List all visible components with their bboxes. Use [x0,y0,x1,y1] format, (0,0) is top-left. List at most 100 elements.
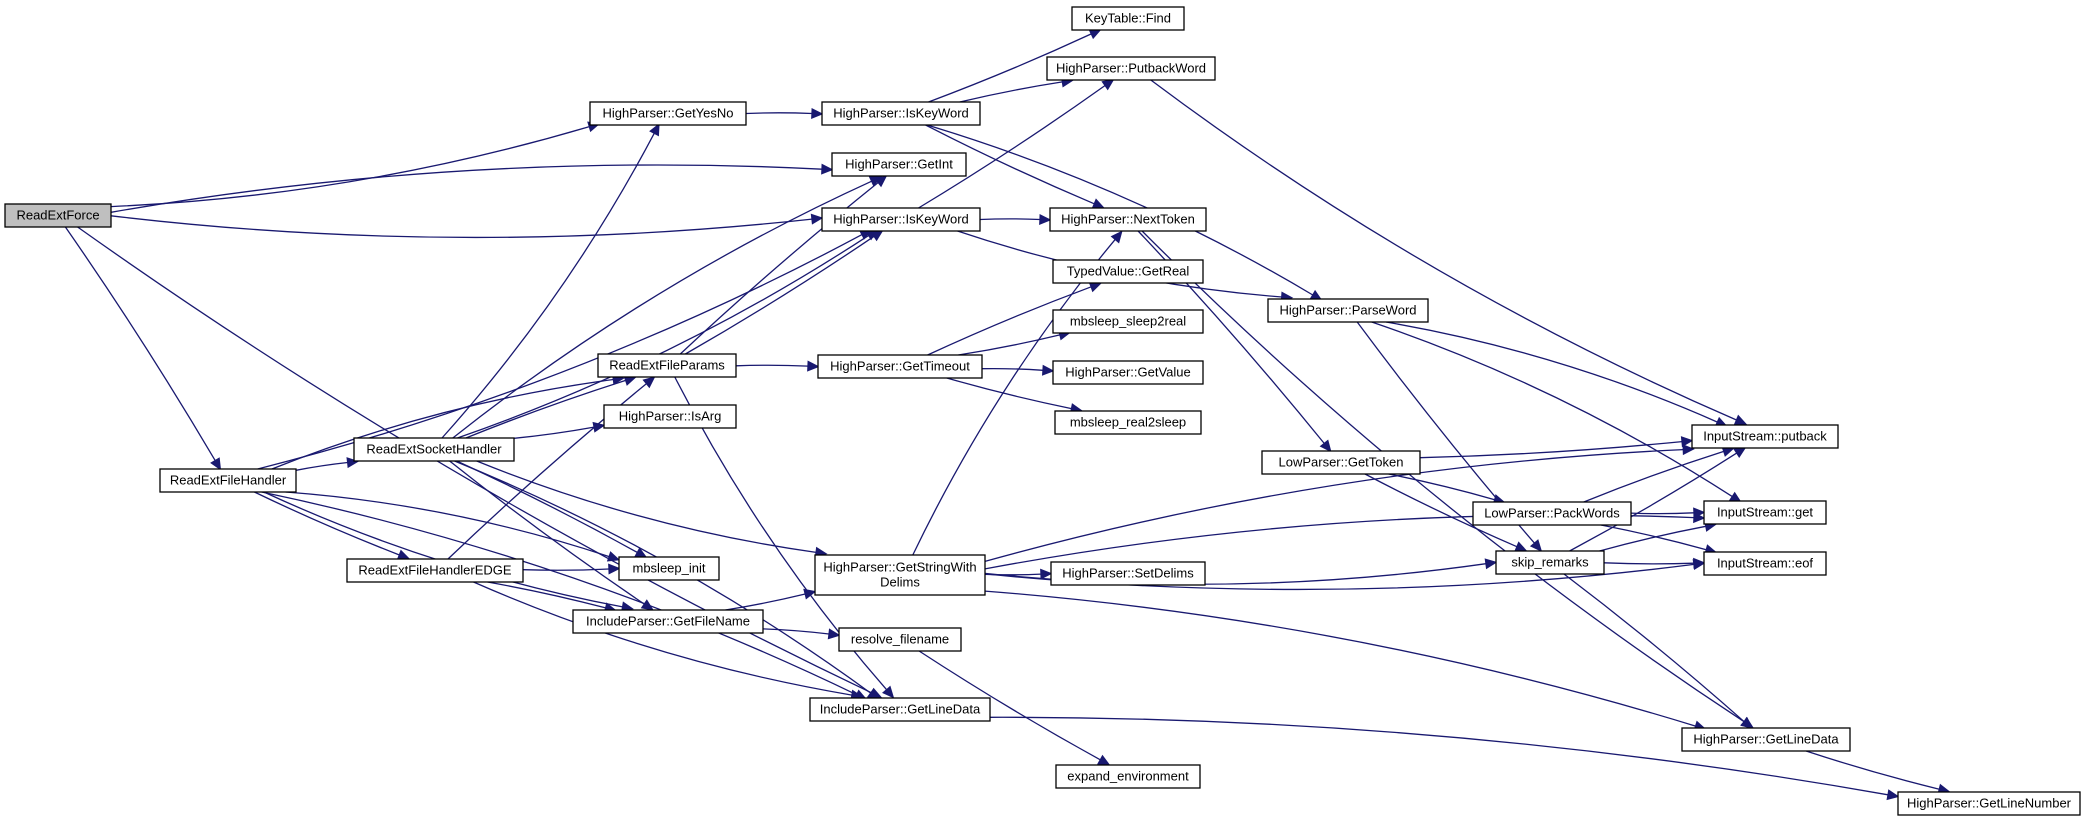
node-label: HighParser::GetStringWith [823,560,976,575]
node-label: HighParser::PutbackWord [1056,61,1206,76]
node-readextfilehandler[interactable]: ReadExtFileHandler [159,468,297,493]
node-readextforce[interactable]: ReadExtForce [4,203,112,228]
call-edge-line [473,581,853,696]
node-readextfileparams[interactable]: ReadExtFileParams [597,353,737,378]
node-mbsleep-sleep2real[interactable]: mbsleep_sleep2real [1052,309,1204,334]
node-box [346,558,524,583]
node-label: HighParser::GetInt [845,157,953,172]
node-highparser-nexttoken[interactable]: HighParser::NextToken [1049,207,1207,232]
node-label: HighParser::NextToken [1061,212,1195,227]
node-keytable-find[interactable]: KeyTable::Find [1071,6,1185,31]
node-box [1050,561,1206,586]
node-highparser-getvalue[interactable]: HighParser::GetValue [1052,360,1204,385]
call-edge-highparser-getyesno-to-highparser-iskeyword-a [745,107,824,119]
call-edge-line [926,124,1314,296]
node-mbsleep-init[interactable]: mbsleep_init [618,556,720,581]
node-label: expand_environment [1067,769,1189,784]
node-highparser-getint[interactable]: HighParser::GetInt [831,152,967,177]
node-label: LowParser::PackWords [1484,506,1620,521]
call-edge-readextfilehandler-to-mbsleep-init [285,491,621,562]
node-lowparser-gettoken[interactable]: LowParser::GetToken [1261,450,1421,475]
node-inputstream-get[interactable]: InputStream::get [1703,500,1827,525]
node-box [1703,551,1827,576]
node-label: HighParser::GetValue [1065,365,1191,380]
node-resolve-filename[interactable]: resolve_filename [838,627,962,652]
node-highparser-iskeyword-a[interactable]: HighParser::IsKeyWord [821,101,981,126]
call-edge-line [912,238,1116,556]
arrowhead-icon [810,213,824,225]
arrowhead-icon [649,123,660,137]
node-box [1472,501,1632,526]
node-inputstream-putback[interactable]: InputStream::putback [1691,424,1839,449]
call-edge-line [725,593,806,611]
call-edge-line [735,364,809,367]
call-edge-skip-remarks-to-inputstream-eof [1603,557,1706,569]
node-label: ReadExtForce [16,208,99,223]
node-highparser-setdelims[interactable]: HighParser::SetDelims [1050,561,1206,586]
node-highparser-getlinedata[interactable]: HighParser::GetLineData [1681,727,1851,752]
node-label: LowParser::GetToken [1278,455,1403,470]
node-expand-environment[interactable]: expand_environment [1055,764,1201,789]
node-skip-remarks[interactable]: skip_remarks [1495,550,1605,575]
call-edge-readextsockethandler-to-highparser-getyesno [441,123,660,439]
node-highparser-parseword[interactable]: HighParser::ParseWord [1267,298,1429,323]
call-edge-line [449,460,645,605]
node-label: InputStream::putback [1703,429,1827,444]
node-box [1052,360,1204,385]
call-edge-readextfileparams-to-highparser-gettimeout [735,360,820,372]
node-box [4,203,112,228]
node-includeparser-getfilename[interactable]: IncludeParser::GetFileName [572,609,764,634]
call-edge-line [946,377,1072,410]
node-readextsockethandler[interactable]: ReadExtSocketHandler [353,437,515,462]
call-edge-highparser-nexttoken-to-highparser-getlinedata [1141,230,1754,729]
node-inputstream-eof[interactable]: InputStream::eof [1703,551,1827,576]
call-edge-readextfilehandleredge-to-mbsleep-init [522,563,621,575]
node-highparser-iskeyword-b[interactable]: HighParser::IsKeyWord [821,207,981,232]
node-label: ReadExtFileHandlerEDGE [358,563,512,578]
call-edge-line [1388,473,1495,501]
arrowhead-icon [807,360,820,372]
node-highparser-getlinenumber[interactable]: HighParser::GetLineNumber [1897,791,2081,816]
node-label: Delims [880,575,920,590]
node-label: ReadExtFileHandler [170,473,287,488]
call-edge-highparser-getstringwithdelims-to-highparser-getlinedata [984,590,1707,732]
arrowhead-icon [1319,439,1332,453]
node-box [1681,727,1851,752]
call-edge-line [457,234,870,439]
node-highparser-putbackword[interactable]: HighParser::PutbackWord [1046,56,1216,81]
node-highparser-gettimeout[interactable]: HighParser::GetTimeout [817,354,983,379]
call-edge-line [110,215,813,239]
call-edge-line [263,491,623,608]
call-edge-line [679,181,879,355]
node-box [838,627,962,652]
node-label: InputStream::get [1717,505,1813,520]
node-includeparser-getlinedata[interactable]: IncludeParser::GetLineData [809,697,991,722]
node-highparser-getyesno[interactable]: HighParser::GetYesNo [589,101,747,126]
call-edge-line [1599,525,1706,552]
node-typedvalue-getreal[interactable]: TypedValue::GetReal [1052,259,1204,284]
node-readextfilehandleredge[interactable]: ReadExtFileHandlerEDGE [346,558,524,583]
node-mbsleep-real2sleep[interactable]: mbsleep_real2sleep [1054,410,1202,435]
node-box [814,554,986,596]
node-label: ReadExtFileParams [609,358,725,373]
node-label: mbsleep_sleep2real [1070,314,1186,329]
arrowhead-icon [1088,281,1102,293]
node-label: IncludeParser::GetLineData [820,702,981,717]
call-edge-line [958,334,1061,356]
node-box [1046,56,1216,81]
arrowhead-icon [1039,213,1052,225]
node-box [1267,298,1429,323]
node-box [1049,207,1207,232]
call-edge-highparser-iskeyword-a-to-highparser-putbackword [959,76,1074,103]
node-lowparser-packwords[interactable]: LowParser::PackWords [1472,501,1632,526]
arrowhead-icon [1886,789,1900,801]
arrowhead-icon [1091,198,1105,209]
arrowhead-icon [1740,717,1753,730]
node-box [589,101,747,126]
call-edge-line [1419,440,1683,459]
arrowhead-icon [811,107,824,119]
call-edge-line [745,112,813,115]
node-highparser-isarg[interactable]: HighParser::IsArg [603,404,737,429]
